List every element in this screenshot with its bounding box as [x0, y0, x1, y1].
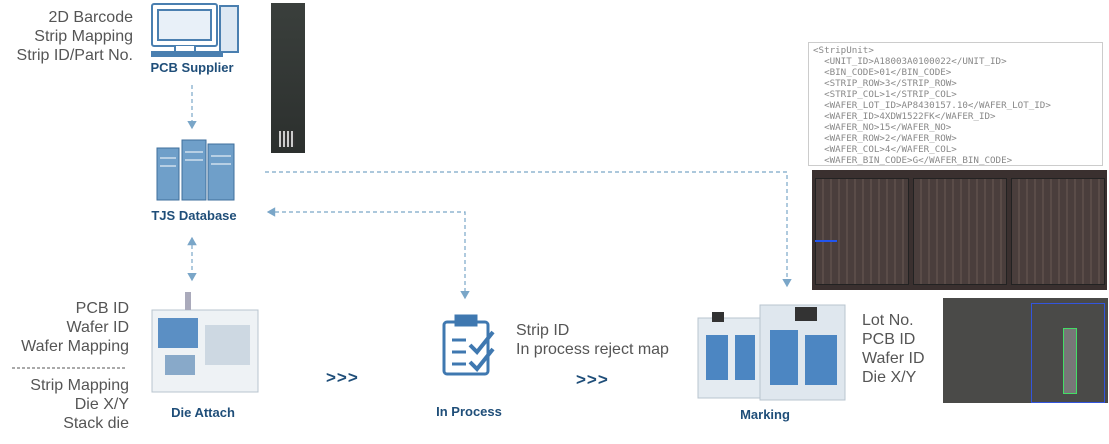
- db-inprocess-arrow: [266, 207, 470, 300]
- marking-label: Marking: [740, 407, 790, 422]
- strip-mapping-photo: [812, 170, 1107, 290]
- server-icon: [156, 139, 235, 201]
- computer-icon: [151, 3, 239, 57]
- clipboard-check-icon: [442, 314, 495, 376]
- marking-machine-image: [697, 304, 846, 401]
- die-attach-machine-image: [151, 292, 259, 393]
- in-process-label: In Process: [436, 404, 502, 419]
- xml-strip-unit: <StripUnit> <UNIT_ID>A18003A0100022</UNI…: [808, 42, 1103, 166]
- db-to-marking-arrow: [265, 171, 792, 288]
- 2d-check-camera-image: [943, 298, 1108, 403]
- flow-arrow-1: >>>: [326, 368, 359, 387]
- pcb-supplier-label: PCB Supplier: [150, 60, 234, 75]
- flow-arrow-2: >>>: [576, 370, 609, 389]
- die-attach-label: Die Attach: [171, 405, 235, 420]
- tjs-database-label: TJS Database: [151, 208, 237, 223]
- strip-barcode-image: [271, 3, 305, 153]
